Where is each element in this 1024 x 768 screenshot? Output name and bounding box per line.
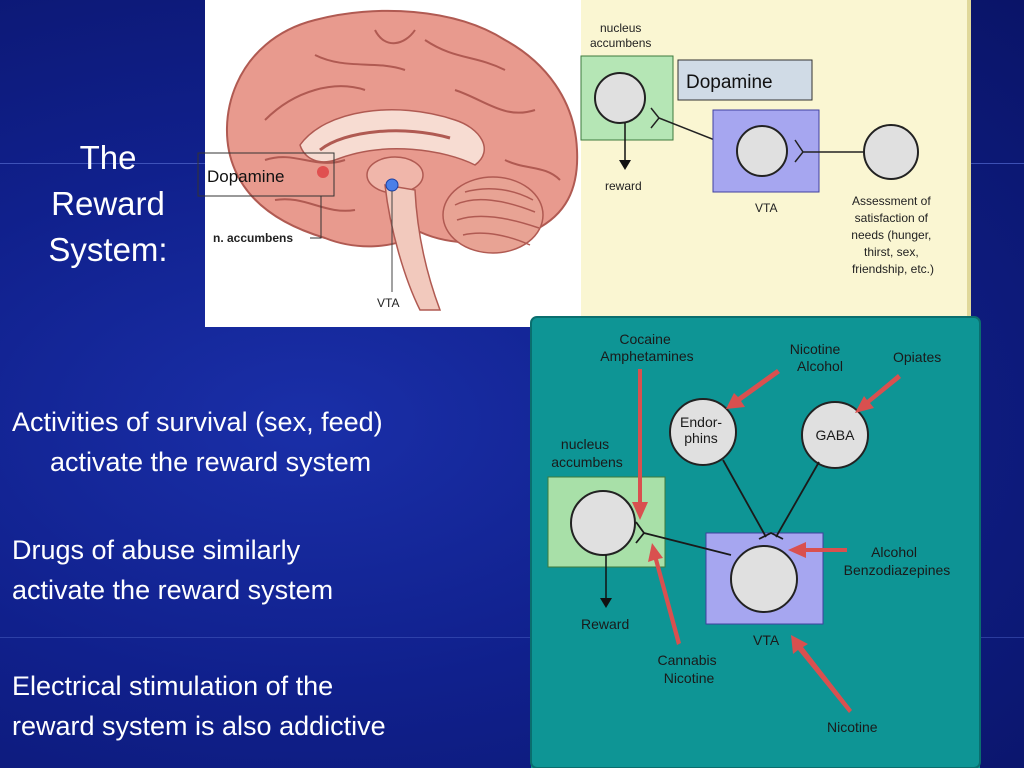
assessment-neuron [863,124,919,180]
label-nucleus-accumbens: nucleus accumbens [551,436,623,470]
title-rule-bottom [0,637,1024,638]
bullet-electrical-line-1: Electrical stimulation of the [12,671,334,701]
bullet-survival-line-1: Activities of survival (sex, feed) [12,407,383,437]
gaba-neuron [801,401,869,469]
diagram-dopamine-callout [677,59,813,101]
endorphins-neuron [669,398,737,466]
vta-neuron [736,125,788,177]
nicotine-arrow [791,635,852,713]
bullet-drugs: Drugs of abuse similarly activate the re… [12,530,492,610]
label-cannabis-nicotine: Cannabis Nicotine [657,652,720,686]
drug-pathway-figure: Cocaine Amphetamines Nicotine Alcohol Op… [530,316,981,768]
reward-arrow-head [619,160,631,170]
label-gaba: GABA [816,427,856,443]
diagram-accumbens-label-1: nucleus [600,21,641,35]
drug-arrows [632,369,901,713]
diagram-vta-label: VTA [755,201,777,215]
accumbens-bracket [309,195,322,239]
brain-figure-svg: Dopamine n. accumbens VTA nucleus accumb… [197,0,971,327]
opiates-arrow [855,374,901,413]
diagram-dopamine-label: Dopamine [686,72,773,93]
label-nicotine-alcohol: Nicotine Alcohol [790,341,844,374]
label-alcohol-benzodiazepines: Alcohol Benzodiazepines [844,544,951,578]
bullet-electrical: Electrical stimulation of the reward sys… [12,666,512,746]
label-opiates: Opiates [893,349,941,365]
pathway-vta-neuron [730,545,798,613]
pathway-accumbens-neuron [570,490,636,556]
slide-title: The Reward System: [8,135,208,273]
cannabis-nicotine-arrow [648,543,681,645]
brain-illustration [226,9,579,311]
brain-accumbens-label: n. accumbens [213,231,293,245]
bullet-drugs-line-1: Drugs of abuse similarly [12,535,301,565]
label-nicotine: Nicotine [827,719,878,735]
diagram-accumbens-label-2: accumbens [590,36,651,50]
diagram-reward-label: reward [605,179,642,193]
accumbens-neuron [594,72,646,124]
accumbens-marker [317,166,329,178]
vta-accumbens-link [635,521,732,556]
drug-pathway-svg: Cocaine Amphetamines Nicotine Alcohol Op… [530,316,981,768]
bullet-drugs-line-2: activate the reward system [12,575,334,605]
pathway-reward-arrow-head [600,598,612,608]
modulator-links [722,459,820,540]
title-line-1: The [79,139,137,176]
diagram-border [967,0,971,327]
brain-dopamine-label: Dopamine [207,167,285,186]
bullet-electrical-line-2: reward system is also addictive [12,711,386,741]
diagram-assessment-label: Assessment of satisfaction of needs (hun… [851,194,934,276]
alcohol-benzo-arrow [788,542,847,558]
label-vta: VTA [753,632,780,648]
label-reward: Reward [581,616,629,632]
brain-vta-label: VTA [377,296,399,310]
brain-figure: Dopamine n. accumbens VTA nucleus accumb… [197,0,971,327]
title-line-2: Reward [51,185,165,222]
cocaine-arrow [632,369,648,520]
pathway-border [530,316,981,768]
label-cocaine: Cocaine Amphetamines [600,331,693,364]
title-line-3: System: [48,231,168,268]
bullet-survival: Activities of survival (sex, feed) activ… [12,402,512,482]
nicotine-alcohol-arrow [726,369,780,409]
label-endorphins: Endor- phins [680,414,726,446]
dopamine-callout-box [197,152,335,197]
vta-marker [385,178,399,192]
bullet-survival-line-2: activate the reward system [50,447,372,477]
vta-assessment-link [794,139,867,163]
